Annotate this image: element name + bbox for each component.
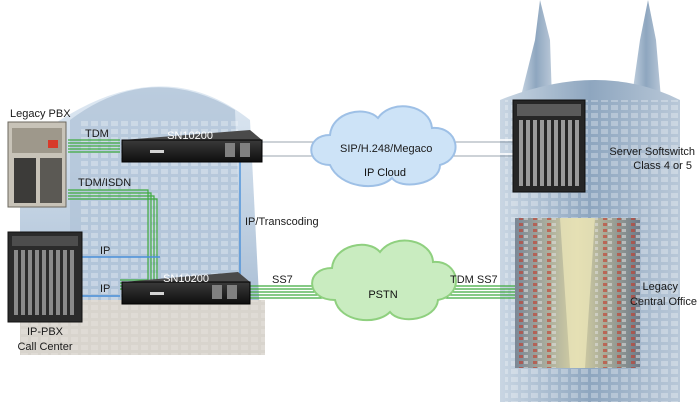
gateway-top-label: SN10200 — [167, 130, 213, 142]
ip-top-label: IP — [100, 245, 110, 257]
sip-label: SIP/H.248/Megaco — [340, 143, 432, 155]
tdm-label: TDM — [85, 128, 109, 140]
pstn-label: PSTN — [368, 289, 397, 301]
ss7-label: SS7 — [272, 274, 293, 286]
ip-transcoding-label: IP/Transcoding — [245, 216, 319, 228]
ip-cloud-label: IP Cloud — [364, 167, 406, 179]
gateway-bottom-device — [121, 272, 251, 305]
legacy-pbx-label: Legacy PBX — [10, 108, 71, 120]
ip-pbx-device — [7, 231, 83, 323]
ip-pbx-label-line1: IP-PBX — [27, 326, 64, 338]
gateway-top-device — [121, 130, 263, 163]
tdm-isdn-label: TDM/ISDN — [78, 177, 131, 189]
ip-pbx-label-line2: Call Center — [17, 341, 72, 353]
ip-bottom-label: IP — [100, 283, 110, 295]
ip-cloud — [310, 105, 457, 188]
central-office-label-line1: Legacy — [643, 281, 679, 293]
tdm-ss7-label: TDM SS7 — [450, 274, 498, 286]
softswitch-device — [512, 99, 586, 193]
central-office-image — [515, 218, 640, 368]
softswitch-label-line1: Server Softswitch — [609, 146, 695, 158]
gateway-bottom-label: SN10200 — [163, 273, 209, 285]
legacy-pbx-device — [7, 121, 67, 208]
central-office-label-line2: Central Office — [630, 296, 697, 308]
softswitch-label-line2: Class 4 or 5 — [633, 160, 692, 172]
pstn-cloud — [311, 239, 457, 321]
tdm-link — [68, 139, 120, 153]
